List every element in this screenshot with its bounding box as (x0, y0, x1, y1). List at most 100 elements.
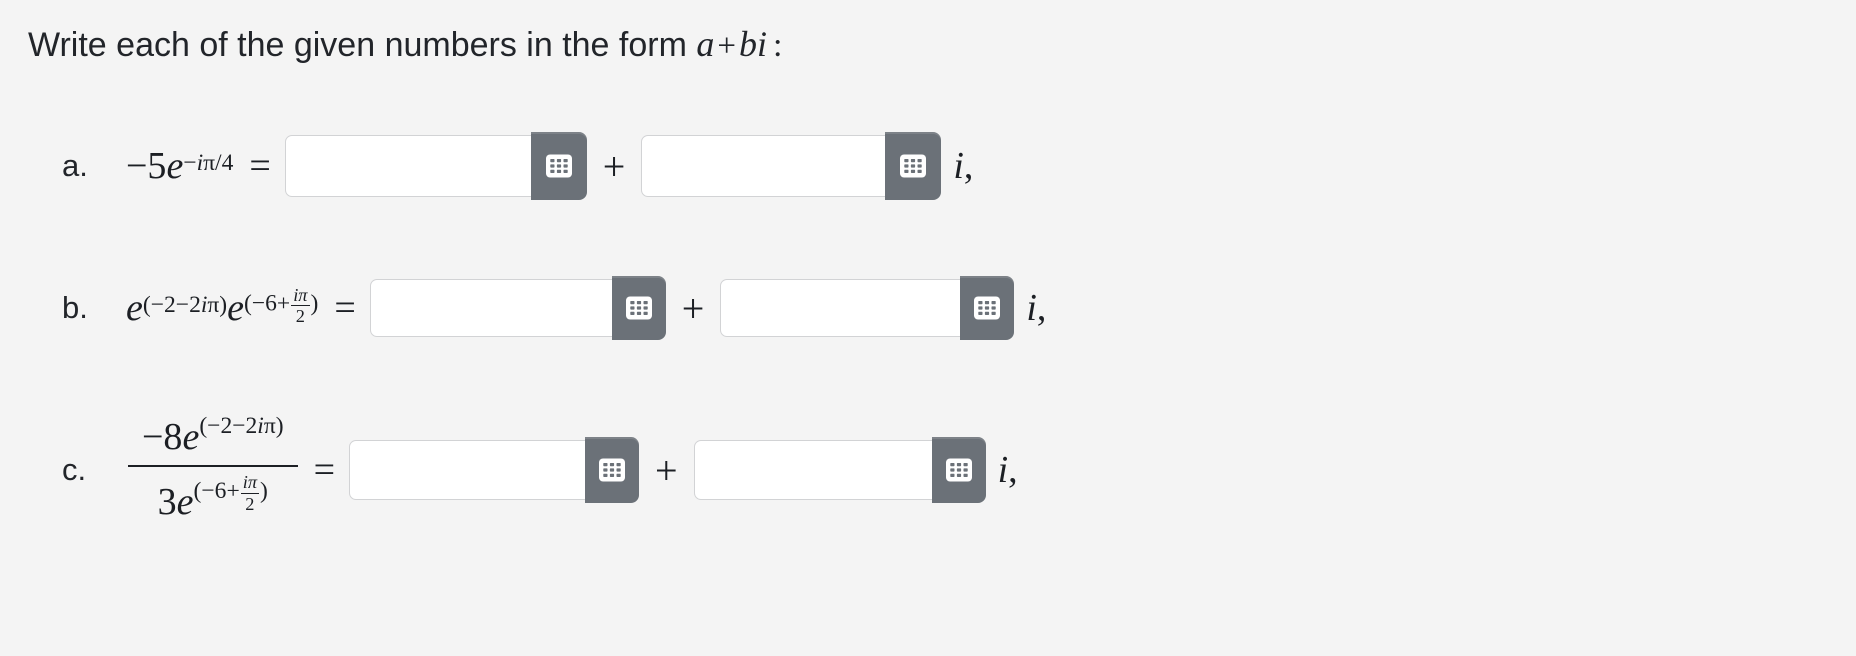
math-keypad-button-a-imaginary[interactable] (885, 132, 942, 200)
expr-c-den-frac-numerator: iπ (240, 472, 260, 494)
trailing-comma-c: , (1008, 449, 1018, 491)
imaginary-unit-c: i, (986, 448, 1018, 492)
expr-a-exp-i: i (196, 150, 204, 177)
prompt-lead-text: Write each of the given numbers in the f… (28, 26, 687, 64)
equals-sign-b: = (334, 287, 356, 329)
math-keypad-button-b-imaginary[interactable] (960, 276, 1015, 340)
expr-c-numerator: −8e(−2−2iπ) (128, 413, 298, 465)
expr-c-num-minus2: − (232, 412, 246, 439)
expr-c-num-base: e (182, 416, 200, 459)
expr-b-f1-pi: π (207, 292, 220, 319)
expr-c-num-two2: 2 (245, 412, 258, 439)
expr-b-f1-two: 2 (164, 292, 176, 319)
math-keypad-button-c-imaginary[interactable] (931, 437, 986, 503)
expr-b-factor2-base: e (227, 287, 244, 329)
expr-b-f1-two2: 2 (189, 292, 201, 319)
answer-box-b-real (369, 276, 666, 340)
expr-b-f2-plus: + (276, 290, 291, 317)
expr-b-f2-frac-numerator: iπ (291, 285, 310, 307)
prompt-variable-a: a (696, 24, 715, 64)
plus-separator-b: + (681, 285, 705, 331)
expr-b-f2-open: ( (244, 290, 252, 317)
answer-box-a-imaginary (641, 132, 942, 200)
keypad-grid-icon (599, 457, 625, 483)
expr-b-f2-frac-denominator: 2 (295, 306, 305, 327)
trailing-comma-a: , (963, 145, 974, 187)
expr-c-num-exponent: (−2−2iπ) (199, 413, 283, 439)
expr-a-coefficient: −5 (126, 145, 167, 187)
math-keypad-button-b-real[interactable] (611, 276, 666, 340)
expr-b-f2-six: 6 (265, 290, 277, 317)
expr-a-exp-pi: π (203, 150, 216, 177)
expr-b-f2-close: ) (310, 290, 319, 317)
expr-c-fraction-bar (128, 464, 298, 468)
expr-c-num-minus: − (207, 412, 221, 439)
expr-c-num-two: 2 (220, 412, 233, 439)
keypad-grid-icon (974, 295, 1001, 321)
expr-a-exp-slash: / (215, 150, 222, 177)
expr-c-num-i: i (257, 412, 264, 439)
expr-c-den-coefficient: 3 (157, 481, 177, 524)
plus-separator-c: + (655, 447, 678, 493)
expr-a-exp-minus: − (183, 150, 197, 177)
expr-b-f2-minus: − (251, 290, 266, 317)
answer-box-b-imaginary (720, 276, 1015, 340)
expr-c-den-plus: + (226, 477, 240, 504)
expr-c-den-base: e (176, 481, 194, 524)
equals-sign-c: = (313, 449, 335, 491)
expr-c-den-six: 6 (214, 477, 227, 504)
problem-label-b: b. (62, 290, 88, 325)
keypad-grid-icon (945, 457, 972, 483)
imaginary-unit-glyph-a: i (953, 145, 964, 187)
expr-b-f1-open: ( (142, 292, 151, 319)
imaginary-unit-glyph-b: i (1026, 287, 1037, 329)
expr-c-num-coefficient: −8 (142, 416, 183, 459)
expr-c-den-frac-denominator: 2 (245, 493, 255, 514)
expr-b-f1-minus: − (150, 292, 164, 319)
equals-sign-a: = (249, 145, 271, 187)
answer-box-a-real (284, 132, 587, 200)
prompt-plus-operator: + (717, 28, 736, 64)
math-keypad-button-c-real[interactable] (585, 437, 639, 503)
plus-separator-a: + (602, 143, 626, 189)
answer-box-c-imaginary (693, 437, 986, 503)
expr-c-den-close: ) (260, 477, 268, 504)
expr-c-num-open: ( (199, 412, 208, 439)
math-keypad-button-a-real[interactable] (530, 132, 587, 200)
problem-label-a: a. (62, 148, 88, 183)
trailing-comma-b: , (1036, 287, 1047, 329)
keypad-grid-icon (900, 153, 927, 179)
expr-b-factor1-base: e (126, 287, 143, 329)
expr-c-den-open: ( (193, 477, 202, 504)
keypad-grid-icon (545, 153, 572, 179)
prompt-colon: : (773, 27, 783, 64)
expr-b-f1-minus2: − (175, 292, 190, 319)
expr-a-base: e (166, 145, 184, 187)
imaginary-unit-b: i, (1014, 286, 1046, 330)
expr-b-f1-i: i (200, 292, 208, 319)
problem-label-c: c. (62, 452, 87, 487)
expr-a-exp-four: 4 (221, 150, 234, 177)
imaginary-unit-glyph-c: i (997, 449, 1009, 491)
expr-c-num-pi: π (263, 412, 276, 439)
expr-c-num-close: ) (275, 412, 284, 439)
keypad-grid-icon (625, 295, 652, 321)
question-prompt: Write each of the given numbers in the f… (28, 20, 782, 69)
answer-box-c-real (349, 437, 639, 503)
prompt-variable-bi: bi (739, 24, 768, 64)
imaginary-unit-a: i, (941, 144, 973, 188)
expr-c-den-minus: − (201, 477, 215, 504)
expr-b-f1-close: ) (219, 292, 228, 319)
